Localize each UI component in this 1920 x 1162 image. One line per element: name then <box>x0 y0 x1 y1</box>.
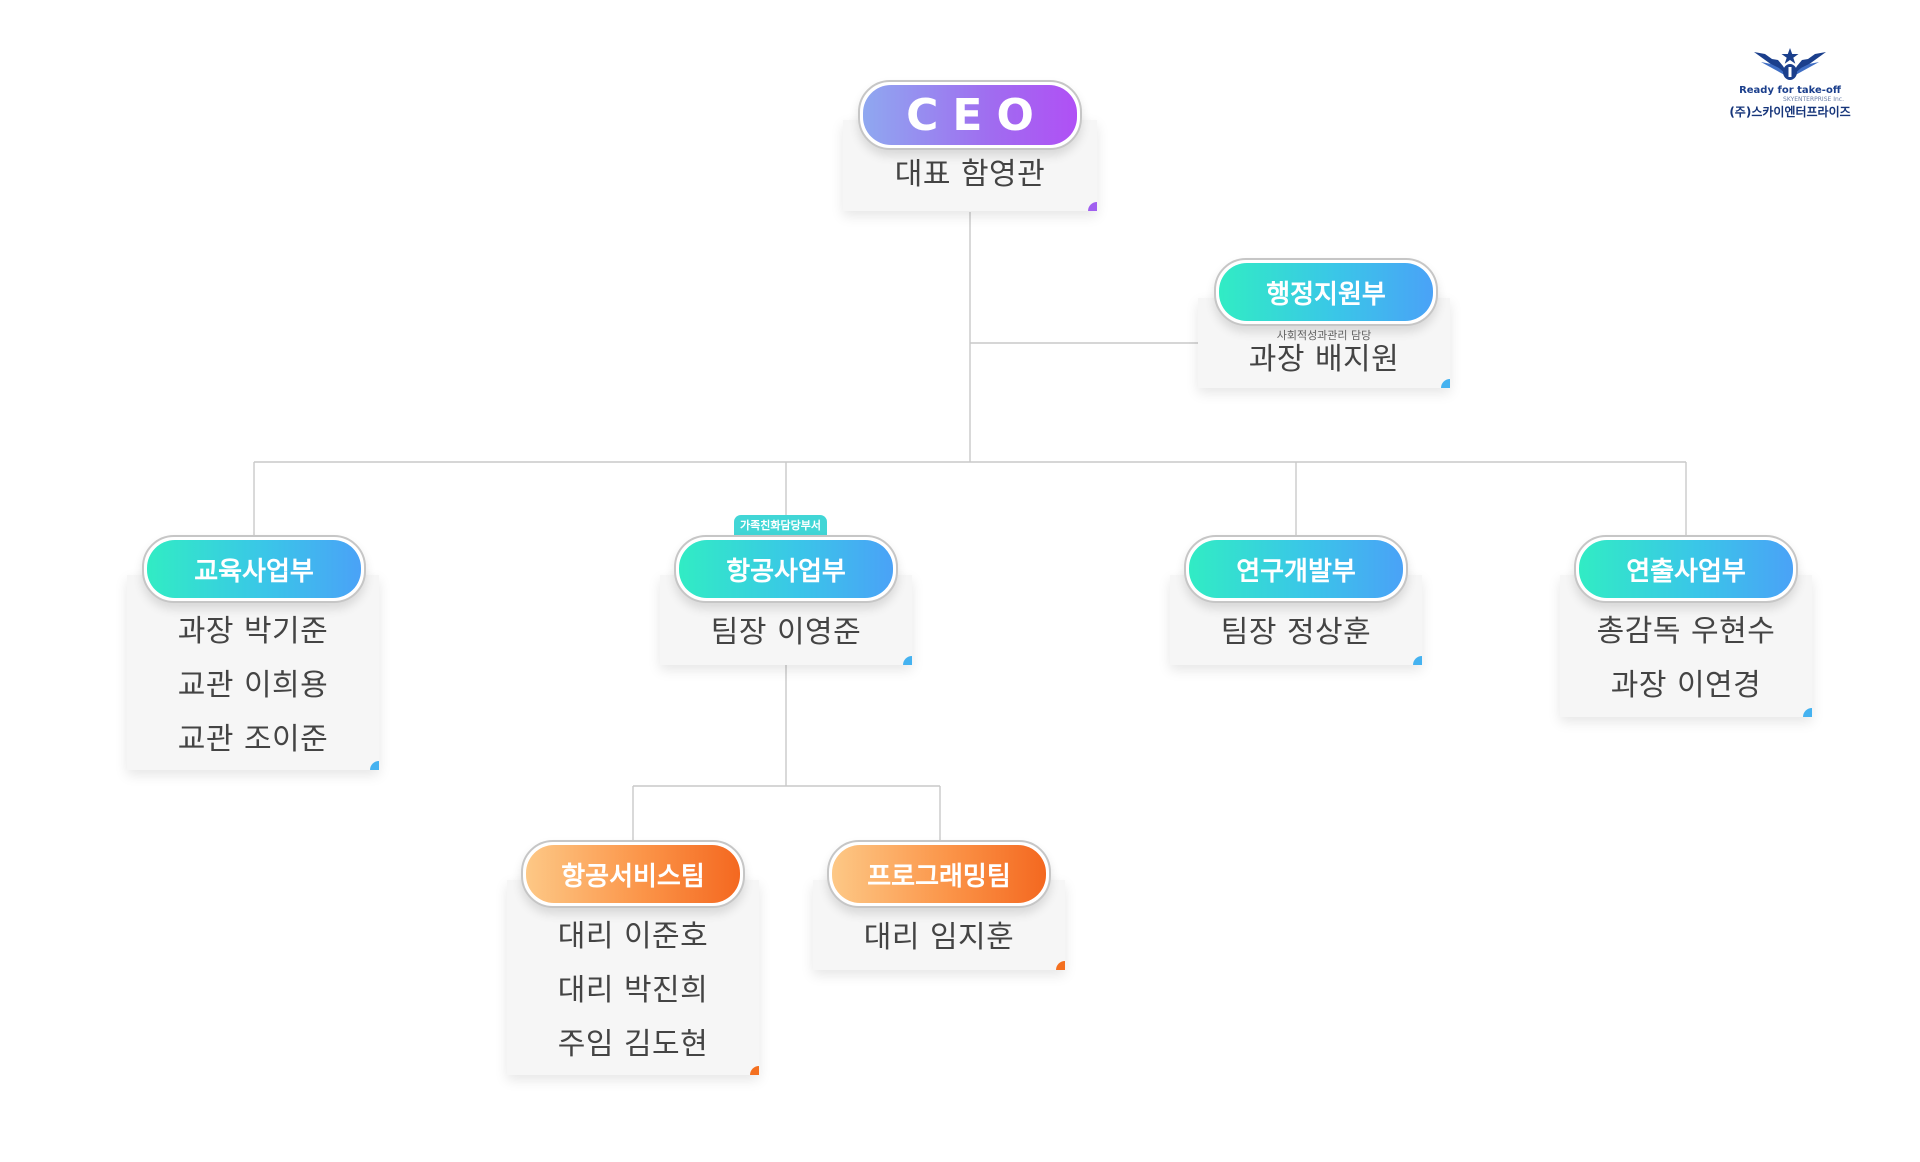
ceo-pill: CEO <box>858 80 1082 150</box>
card-corner-accent <box>1441 379 1450 388</box>
member-name: 대표 함영관 <box>894 156 1046 192</box>
member-name: 대리 박진희 <box>557 972 709 1008</box>
card-corner-accent <box>370 761 379 770</box>
dept-title: 연구개발부 <box>1236 556 1356 587</box>
logo-slogan: Ready for take-off <box>1739 85 1841 96</box>
family-friendly-tag: 가족친화담당부서 <box>734 515 827 535</box>
member-name: 과장 배지원 <box>1248 342 1400 377</box>
dept-title: 연출사업부 <box>1626 556 1746 587</box>
winged-star-logo-icon <box>1754 48 1826 80</box>
member-name: 총감독 우현수 <box>1596 614 1776 649</box>
member-name: 교관 조이준 <box>177 721 329 757</box>
team-title: 항공서비스팀 <box>561 861 705 892</box>
dept-pill: 교육사업부 <box>142 535 366 603</box>
team-pill: 항공서비스팀 <box>521 840 745 908</box>
member-name: 과장 이연경 <box>1610 668 1762 703</box>
card-corner-accent <box>1056 961 1065 970</box>
admin-role-note: 사회적성과관리 담당 <box>1276 329 1372 342</box>
card-corner-accent <box>1088 202 1097 211</box>
card-corner-accent <box>1803 708 1812 717</box>
member-name: 팀장 정상훈 <box>1220 615 1372 650</box>
admin-dept-pill: 행정지원부 <box>1214 258 1438 326</box>
card-corner-accent <box>1413 656 1422 665</box>
dept-pill: 연출사업부 <box>1574 535 1798 603</box>
dept-pill: 연구개발부 <box>1184 535 1408 603</box>
team-title: 프로그래밍팀 <box>867 861 1011 892</box>
card-corner-accent <box>903 656 912 665</box>
team-pill: 프로그래밍팀 <box>827 840 1051 908</box>
member-name: 과장 박기준 <box>177 613 329 649</box>
team-card: 대리 이준호 대리 박진희 주임 김도현 <box>507 880 759 1075</box>
admin-dept-title: 행정지원부 <box>1266 279 1386 310</box>
logo-subtext: SKYENTERPRISE Inc. <box>1783 96 1844 103</box>
member-name: 교관 이희용 <box>177 667 329 703</box>
member-name: 팀장 이영준 <box>710 615 862 650</box>
company-name: (주)스카이엔터프라이즈 <box>1729 105 1851 119</box>
dept-card: 과장 박기준 교관 이희용 교관 조이준 <box>127 575 379 770</box>
member-name: 대리 임지훈 <box>863 920 1015 955</box>
member-name: 주임 김도현 <box>557 1026 709 1062</box>
ceo-title: CEO <box>906 89 1048 141</box>
company-logo: Ready for take-off SKYENTERPRISE Inc. (주… <box>1720 48 1860 120</box>
dept-title: 항공사업부 <box>726 556 846 587</box>
dept-title: 교육사업부 <box>194 556 314 587</box>
member-name: 대리 이준호 <box>557 918 709 954</box>
dept-pill: 항공사업부 <box>674 535 898 603</box>
card-corner-accent <box>750 1066 759 1075</box>
